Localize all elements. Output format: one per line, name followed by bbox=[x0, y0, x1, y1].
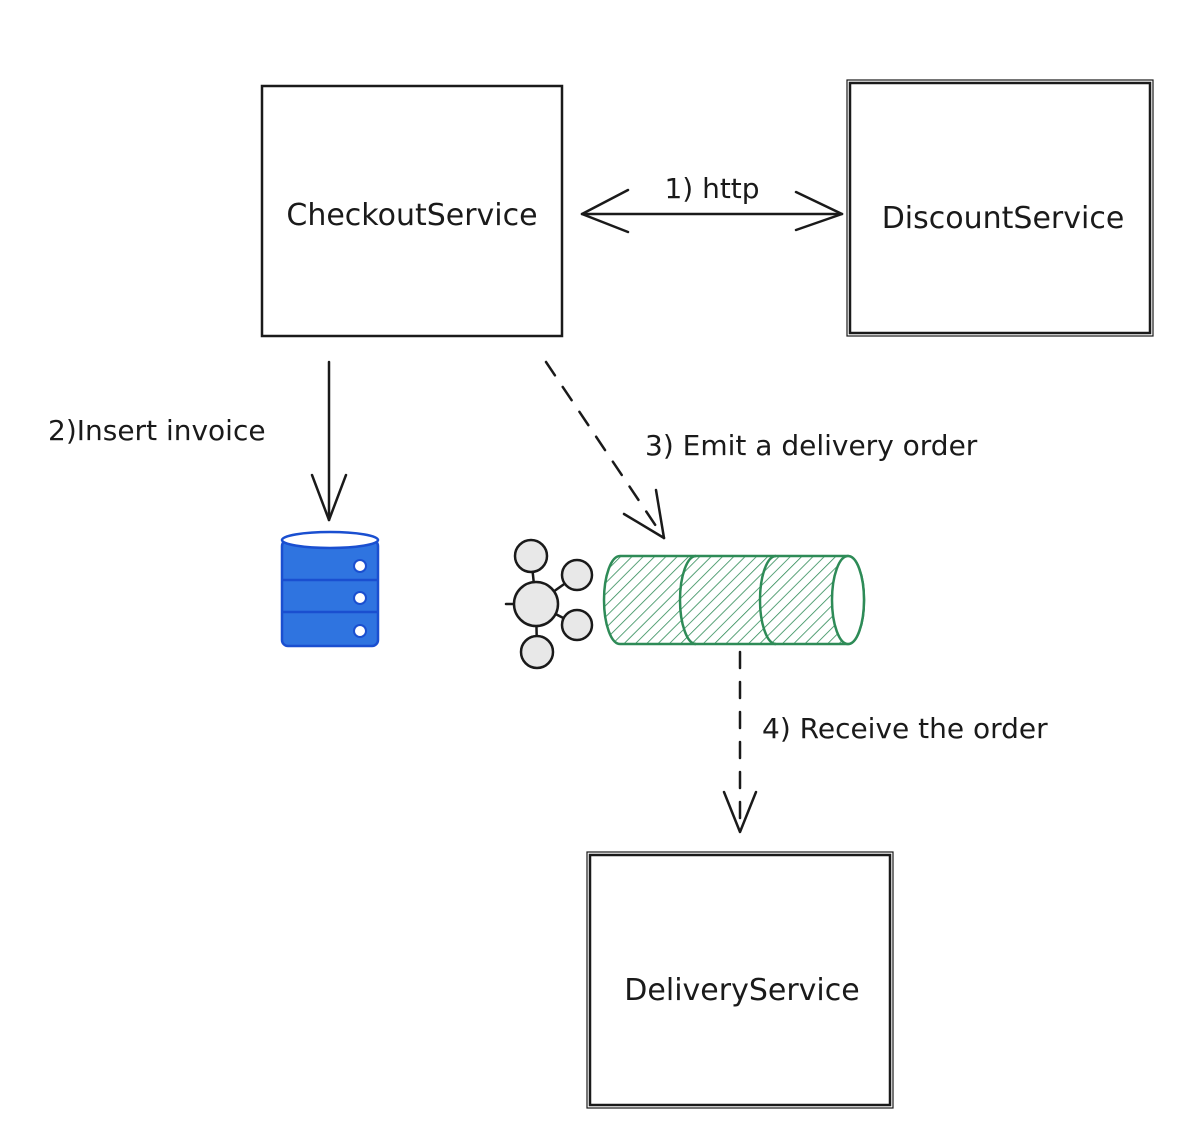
receive-order-edge-label: 4) Receive the order bbox=[762, 712, 1048, 745]
emit-order-edge: 3) Emit a delivery order bbox=[544, 360, 978, 540]
delivery-service-box bbox=[588, 853, 892, 1107]
http-edge-label: 1) http bbox=[664, 172, 759, 205]
delivery-service-box-sketch bbox=[586, 851, 894, 1109]
database-icon bbox=[280, 530, 380, 648]
checkout-service-node: CheckoutService bbox=[260, 84, 564, 338]
delivery-service-label: DeliveryService bbox=[624, 973, 859, 1008]
discount-service-label: DiscountService bbox=[882, 201, 1125, 236]
receive-order-edge: 4) Receive the order bbox=[722, 650, 1048, 834]
insert-invoice-arrow-head bbox=[310, 473, 348, 522]
message-queue-icon bbox=[602, 554, 866, 646]
discount-service-box bbox=[848, 81, 1152, 335]
receive-order-arrow-head bbox=[722, 790, 758, 834]
insert-invoice-edge-label: 2)Insert invoice bbox=[48, 414, 266, 447]
emit-order-edge-label: 3) Emit a delivery order bbox=[645, 429, 978, 462]
discount-service-box-sketch bbox=[846, 79, 1154, 337]
delivery-service-node: DeliveryService bbox=[586, 851, 894, 1109]
http-arrow-head-right bbox=[794, 190, 844, 232]
checkout-service-label: CheckoutService bbox=[286, 198, 537, 233]
emit-order-arrow-line bbox=[544, 360, 666, 540]
discount-service-node: DiscountService bbox=[846, 79, 1154, 337]
http-edge: 1) http bbox=[580, 172, 844, 234]
emit-order-arrow-head bbox=[622, 488, 666, 540]
checkout-service-box bbox=[260, 84, 564, 338]
http-arrow-head-left bbox=[580, 188, 630, 234]
message-broker-icon bbox=[504, 538, 594, 670]
insert-invoice-edge: 2)Insert invoice bbox=[48, 360, 348, 522]
